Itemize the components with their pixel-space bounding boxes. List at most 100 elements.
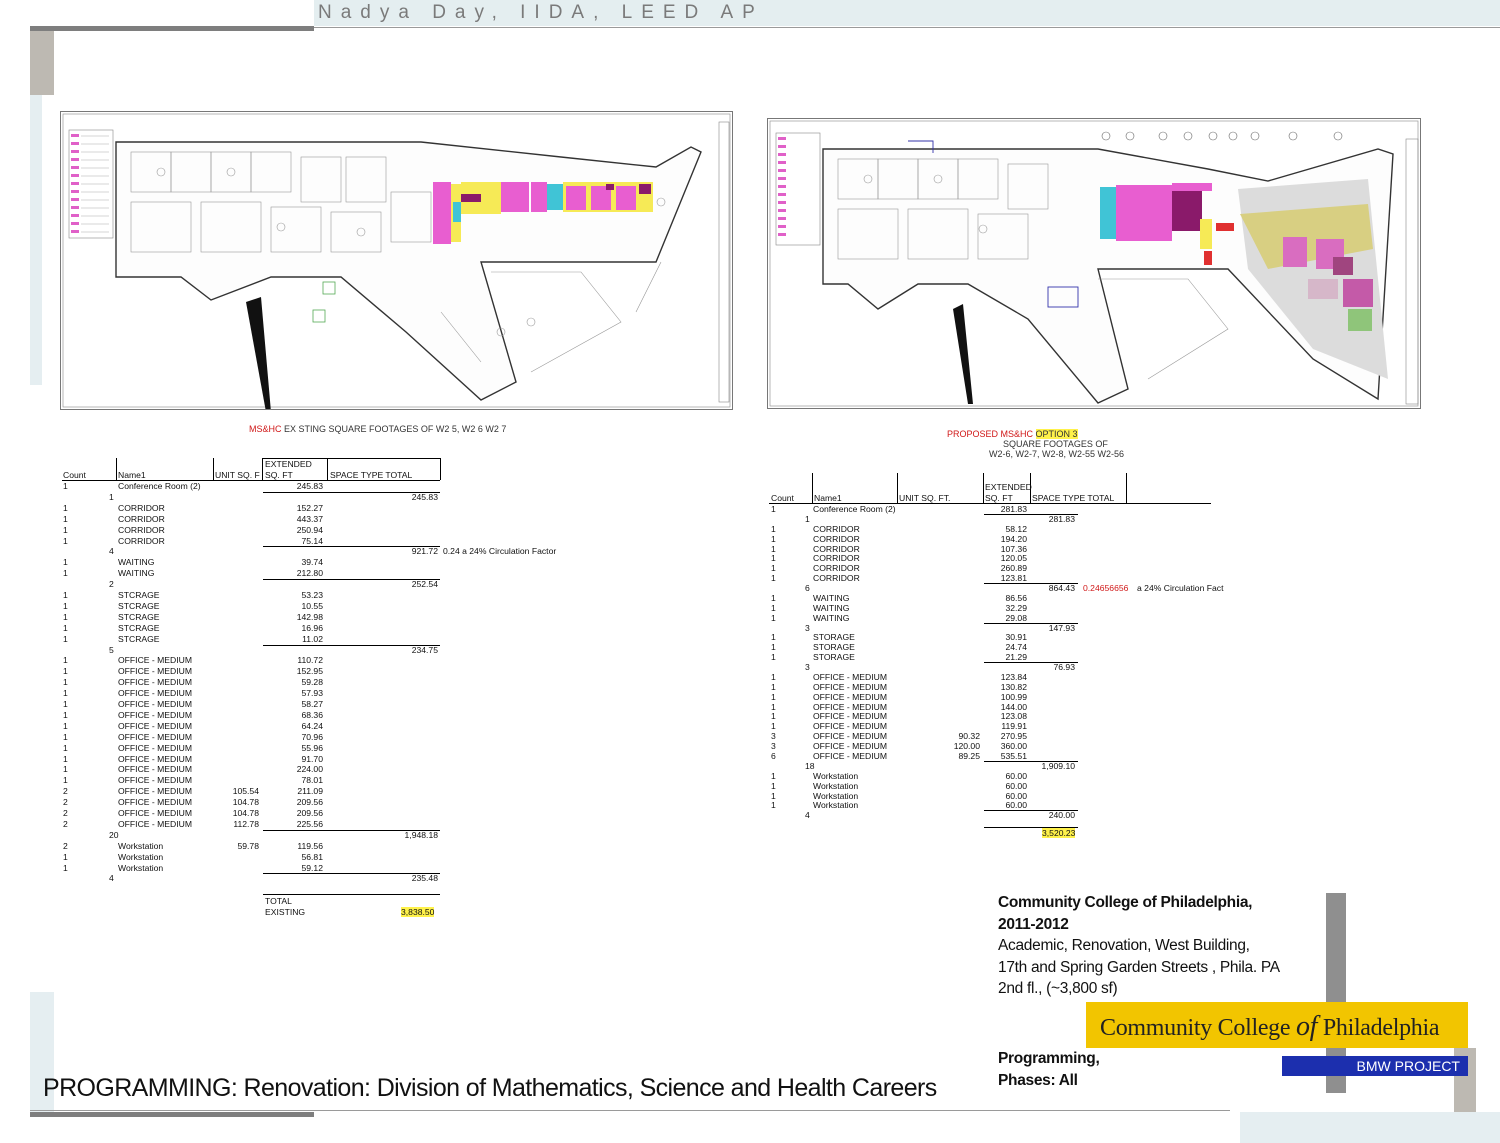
unit-cell: 104.78 — [232, 808, 259, 818]
name-cell: Workstation — [813, 800, 859, 811]
existing-header-name: Name1 — [118, 470, 146, 480]
count-cell: 1 — [63, 481, 68, 491]
name-cell: Workstation — [118, 851, 164, 862]
logo-part2: Philadelphia — [1317, 1015, 1440, 1041]
subtotal-count: 3 — [805, 622, 810, 633]
count-cell: 3 — [771, 731, 776, 742]
name-cell: STORAGE — [813, 652, 855, 663]
space-type-total: 1,948.18 — [404, 829, 438, 840]
unit-cell: 90.32 — [958, 731, 980, 742]
space-type-total: 245.83 — [411, 491, 438, 502]
name-cell: STCRAGE — [118, 600, 160, 611]
name-cell: Workstation — [813, 790, 859, 801]
count-cell: 1 — [771, 523, 776, 534]
count-cell: 1 — [771, 790, 776, 801]
subtotal-rule — [984, 760, 1078, 762]
left-bottom-accent-bar — [30, 992, 54, 1112]
proposed-floor-plan-drawing — [769, 120, 1419, 407]
extended-cell: 152.95 — [296, 666, 323, 677]
extended-cell: 53.23 — [301, 590, 323, 600]
name-cell: OFFICE - MEDIUM — [813, 671, 887, 682]
extended-cell: 86.56 — [1005, 592, 1027, 603]
extended-cell: 211.09 — [297, 786, 323, 797]
existing-caption-red: MS&HC — [249, 424, 282, 434]
count-cell: 1 — [771, 592, 776, 603]
count-cell: 2 — [63, 840, 68, 851]
count-cell: 1 — [63, 688, 68, 699]
extended-cell: 360.00 — [1000, 741, 1027, 752]
count-cell: 1 — [771, 691, 776, 702]
existing-caption: MS&HC EX STING SQUARE FOOTAGES OF W2 5, … — [249, 424, 506, 434]
name-cell: OFFICE - MEDIUM — [118, 677, 192, 688]
existing-floor-plan — [60, 111, 733, 410]
bmw-project-badge: BMW PROJECT — [1282, 1056, 1468, 1076]
extended-cell: 68.36 — [301, 709, 323, 720]
header-band — [314, 0, 1500, 26]
proposed-caption-red: PROPOSED MS&HC — [947, 429, 1034, 439]
count-cell: 2 — [63, 818, 68, 829]
space-type-total: 240.00 — [1048, 810, 1075, 821]
subtotal-count: 4 — [109, 873, 114, 884]
count-cell: 1 — [771, 553, 776, 564]
extended-cell: 245.83 — [296, 481, 323, 491]
count-cell: 1 — [771, 721, 776, 732]
extended-cell: 70.96 — [301, 731, 323, 742]
proposed-header-space-total: SPACE TYPE TOTAL — [1032, 493, 1115, 503]
count-cell: 1 — [63, 775, 68, 786]
left-accent-bar-light — [30, 95, 42, 385]
existing-caption-text: EX STING SQUARE FOOTAGES OF W2 5, W2 6 W… — [281, 424, 507, 434]
project-years: 2011-2012 — [998, 915, 1069, 933]
count-cell: 1 — [63, 655, 68, 666]
extended-cell: 250.94 — [296, 524, 323, 535]
subtotal-count: 1 — [109, 491, 114, 502]
proposed-caption-line2: SQUARE FOOTAGES OF — [1003, 439, 1108, 449]
subtotal-count: 18 — [805, 760, 815, 771]
extended-cell: 152.27 — [296, 502, 323, 513]
count-cell: 1 — [63, 633, 68, 644]
unit-cell: 59.78 — [237, 840, 259, 851]
college-logo-text: Community College of Philadelphia — [1100, 1011, 1440, 1043]
count-cell: 1 — [771, 800, 776, 811]
existing-header-sqft: SQ. FT — [265, 470, 293, 480]
count-cell: 1 — [63, 699, 68, 709]
name-cell: Conference Room (2) — [813, 504, 896, 514]
count-cell: 1 — [63, 611, 68, 622]
count-cell: 1 — [63, 513, 68, 524]
name-cell: OFFICE - MEDIUM — [118, 655, 192, 666]
subtotal-rule — [263, 644, 440, 646]
name-cell: OFFICE - MEDIUM — [813, 751, 887, 761]
name-cell: Workstation — [813, 770, 859, 781]
extended-cell: 107.36 — [1000, 543, 1027, 554]
extended-cell: 209.56 — [296, 808, 323, 818]
circulation-note: 0.24656656 — [1083, 583, 1129, 594]
name-cell: STCRAGE — [118, 590, 160, 600]
extended-cell: 55.96 — [301, 742, 323, 753]
subtotal-rule — [263, 579, 440, 581]
extended-cell: 58.27 — [301, 699, 323, 709]
